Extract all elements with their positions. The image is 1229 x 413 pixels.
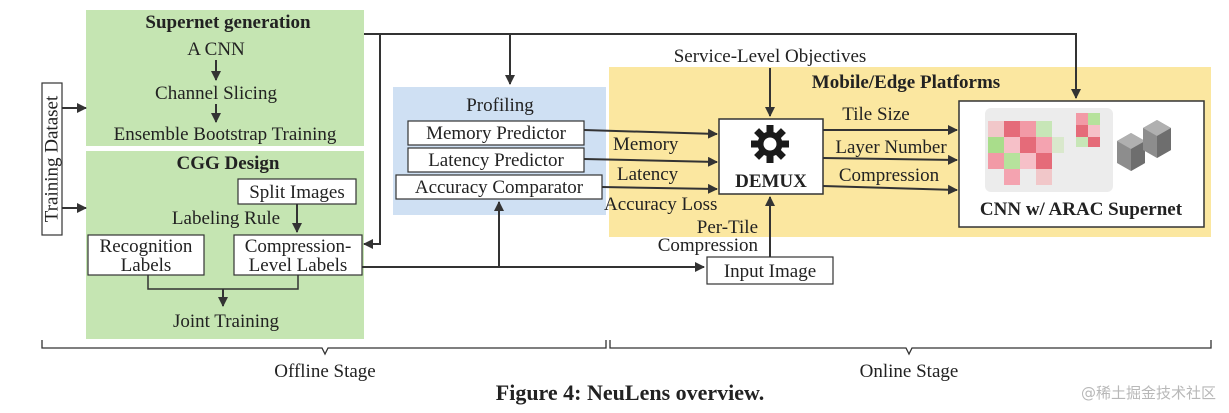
offline-stage-label: Offline Stage	[274, 361, 376, 382]
arac-supernet-box: CNN w/ ARAC Supernet	[958, 100, 1205, 228]
online-stage-brace	[609, 340, 1212, 356]
joint-training-label: Joint Training	[173, 311, 280, 332]
gear-icon	[751, 125, 789, 163]
split-images-label: Split Images	[249, 182, 345, 203]
input-image-label: Input Image	[724, 261, 816, 282]
compression-labels-line2: Level Labels	[249, 255, 348, 276]
service-level-objectives-label: Service-Level Objectives	[674, 46, 867, 67]
compression-labels-line1: Compression-	[245, 236, 352, 257]
supernet-generation-title: Supernet generation	[145, 12, 311, 33]
tile-size-label: Tile Size	[842, 104, 909, 125]
figure-caption: Figure 4: NeuLens overview.	[496, 380, 764, 405]
offline-stage-brace	[41, 340, 607, 356]
memory-predictor-label: Memory Predictor	[426, 123, 567, 144]
accuracy-comparator-box: Accuracy Comparator	[395, 174, 603, 200]
demux-box: DEMUX	[718, 118, 824, 195]
per-tile-label-line2: Compression	[658, 235, 759, 256]
cgg-design-title: CGG Design	[177, 153, 280, 174]
latency-label: Latency	[617, 164, 679, 185]
per-tile-label-line1: Per-Tile	[697, 217, 758, 238]
recognition-labels-box: Recognition Labels	[87, 234, 205, 276]
arac-supernet-label: CNN w/ ARAC Supernet	[980, 199, 1183, 220]
compression-level-labels-box: Compression- Level Labels	[233, 234, 363, 276]
latency-predictor-label: Latency Predictor	[428, 150, 564, 171]
supernet-blocks-icon	[985, 108, 1171, 192]
platform-title: Mobile/Edge Platforms	[812, 72, 1000, 93]
supernet-generation-panel	[86, 10, 364, 146]
compression-arrow	[822, 184, 958, 195]
input-image-box: Input Image	[706, 256, 834, 285]
accuracy-loss-arrow	[601, 183, 718, 194]
channel-slicing-step: Channel Slicing	[155, 83, 277, 104]
supernet-to-cgg-line	[363, 34, 381, 249]
layer-number-label: Layer Number	[835, 137, 947, 158]
training-dataset-label: Training Dataset	[42, 95, 63, 222]
recognition-labels-line1: Recognition	[100, 236, 193, 257]
profiling-title: Profiling	[466, 95, 534, 116]
demux-label: DEMUX	[735, 171, 807, 192]
recognition-labels-line2: Labels	[121, 255, 172, 276]
memory-predictor-box: Memory Predictor	[407, 120, 585, 146]
online-stage-label: Online Stage	[860, 361, 959, 382]
training-dataset-box: Training Dataset	[41, 82, 63, 236]
latency-predictor-box: Latency Predictor	[407, 147, 585, 173]
latency-arrow	[583, 156, 718, 167]
compression-label: Compression	[839, 165, 940, 186]
memory-arrow	[583, 128, 718, 139]
ensemble-bootstrap-step: Ensemble Bootstrap Training	[114, 124, 337, 145]
labeling-rule-label: Labeling Rule	[172, 208, 280, 229]
split-images-box: Split Images	[237, 178, 357, 205]
memory-label: Memory	[613, 134, 679, 155]
supernet-to-online-line	[364, 33, 1081, 99]
watermark: @稀土掘金技术社区	[1081, 384, 1216, 402]
accuracy-comparator-label: Accuracy Comparator	[415, 177, 584, 198]
accuracy-loss-label: Accuracy Loss	[604, 194, 717, 215]
a-cnn-step: A CNN	[187, 39, 245, 60]
layer-number-arrow	[822, 154, 958, 165]
